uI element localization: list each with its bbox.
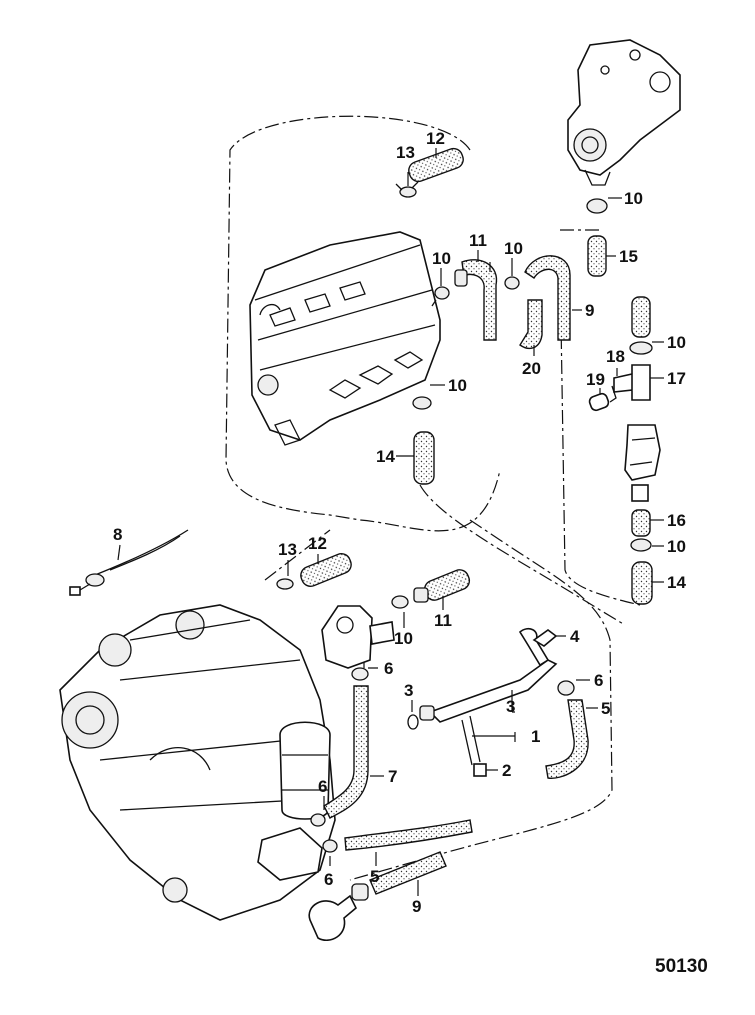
hose-7 [323, 685, 369, 819]
phantom-outline-right [559, 229, 641, 606]
clamp-6-c [310, 813, 326, 827]
hose-11-upper [461, 259, 498, 341]
washer-3 [407, 714, 419, 730]
callout-label: 1 [531, 727, 540, 746]
callout-label: 3 [404, 681, 413, 700]
hose-12-upper [408, 147, 464, 183]
hose-5-right [545, 699, 589, 779]
hose-11-lower [423, 569, 471, 601]
tee-fitting-17 [613, 364, 651, 401]
phantom-outline-lower [264, 519, 613, 881]
callout-label: 11 [434, 611, 452, 630]
callout-label: 10 [667, 333, 686, 352]
callout-label: 9 [412, 897, 421, 916]
hose-14-right [631, 561, 653, 605]
pipe-assembly-1 [419, 628, 558, 777]
clamp-10-c [412, 396, 432, 410]
callout-label: 10 [504, 239, 523, 258]
callout-label: 6 [594, 671, 603, 690]
hose-right-mid [631, 296, 651, 338]
clamp-10-b [504, 276, 520, 290]
plug-19 [588, 392, 610, 412]
screw-18 [609, 385, 617, 403]
callout-label: 14 [376, 447, 395, 466]
callout-label: 8 [113, 525, 122, 544]
callout-label: 13 [396, 143, 415, 162]
callout-label: 6 [318, 777, 327, 796]
callout-label: 12 [308, 534, 327, 553]
callout-label: 10 [394, 629, 413, 648]
callout-labels: 13 12 10 11 10 10 15 9 20 10 19 18 17 10… [113, 129, 686, 916]
filter-body [624, 424, 661, 481]
callout-label: 13 [278, 540, 297, 559]
clamp-10-d [586, 198, 608, 214]
clamp-10-e [629, 341, 653, 355]
leader-lines [117, 148, 664, 896]
callout-label: 17 [667, 369, 686, 388]
clamp-6-d [322, 839, 338, 853]
cylinder-head-assembly [249, 231, 441, 446]
filter-canister [257, 721, 331, 881]
callout-label: 11 [469, 231, 487, 250]
callout-label: 10 [624, 189, 643, 208]
clamp-6-a [351, 667, 369, 681]
callout-label: 16 [667, 511, 686, 530]
callout-label: 12 [426, 129, 445, 148]
clamp-10-g [391, 595, 409, 609]
callout-label: 3 [506, 697, 515, 716]
hose-14-upper [413, 431, 435, 485]
dipstick-8 [69, 529, 189, 596]
callout-label: 5 [370, 867, 379, 886]
hose-5-lower [344, 819, 473, 851]
callout-label: 6 [384, 659, 393, 678]
callout-label: 6 [324, 870, 333, 889]
figure-number: 50130 [655, 956, 708, 977]
thermostat-housing [567, 39, 681, 186]
hose-16 [631, 509, 651, 537]
callout-label: 9 [585, 301, 594, 320]
callout-label: 2 [502, 761, 511, 780]
hose-9-upper [524, 255, 571, 341]
hose-12-lower [300, 553, 352, 587]
clamp-10-f [630, 538, 652, 552]
callout-label: 14 [667, 573, 686, 592]
clamp-10-a [431, 286, 450, 307]
hose-20-elbow [519, 299, 543, 350]
callout-label: 10 [448, 376, 467, 395]
phantom-outline-upper [225, 115, 626, 626]
callout-label: 5 [601, 699, 610, 718]
callout-label: 19 [586, 370, 605, 389]
elbow-fitting-bottom [308, 894, 357, 942]
hose-9-lower [369, 851, 447, 895]
clamp-13-upper [395, 181, 419, 198]
callout-label: 4 [570, 627, 580, 646]
callout-label: 15 [619, 247, 638, 266]
callout-label: 18 [606, 347, 625, 366]
hose-15 [587, 235, 607, 277]
callout-label: 10 [667, 537, 686, 556]
water-pump-housing [321, 605, 395, 669]
callout-label: 20 [522, 359, 541, 378]
clamp-13-lower [276, 578, 294, 590]
clamp-6-b [557, 680, 575, 696]
callout-label: 7 [388, 767, 397, 786]
callout-label: 10 [432, 249, 451, 268]
